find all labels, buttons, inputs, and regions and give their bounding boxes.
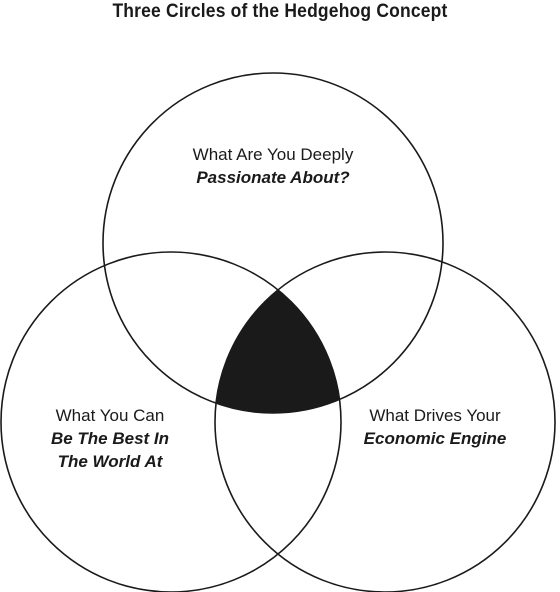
center-intersection xyxy=(215,252,341,413)
passion-label-line1: What Are You Deeply xyxy=(192,145,354,164)
economic-engine-label-line2: Economic Engine xyxy=(363,429,507,448)
best-in-world-label-line1: What You Can xyxy=(55,406,165,425)
economic-engine-label-line1: What Drives Your xyxy=(369,406,501,425)
passion-label: What Are You Deeply Passionate About? xyxy=(173,143,373,189)
passion-label-line2: Passionate About? xyxy=(196,168,350,187)
best-in-world-label-line2: Be The Best In xyxy=(50,429,170,448)
circle-passion xyxy=(102,72,444,414)
diagram-title: Three Circles of the Hedgehog Concept xyxy=(112,1,448,22)
economic-engine-label: What Drives Your Economic Engine xyxy=(352,404,518,450)
circle-economic-engine xyxy=(214,251,556,592)
best-in-world-label: What You Can Be The Best In The World At xyxy=(40,404,180,473)
circle-best-in-world xyxy=(0,251,342,592)
best-in-world-label-line3: The World At xyxy=(57,452,163,471)
